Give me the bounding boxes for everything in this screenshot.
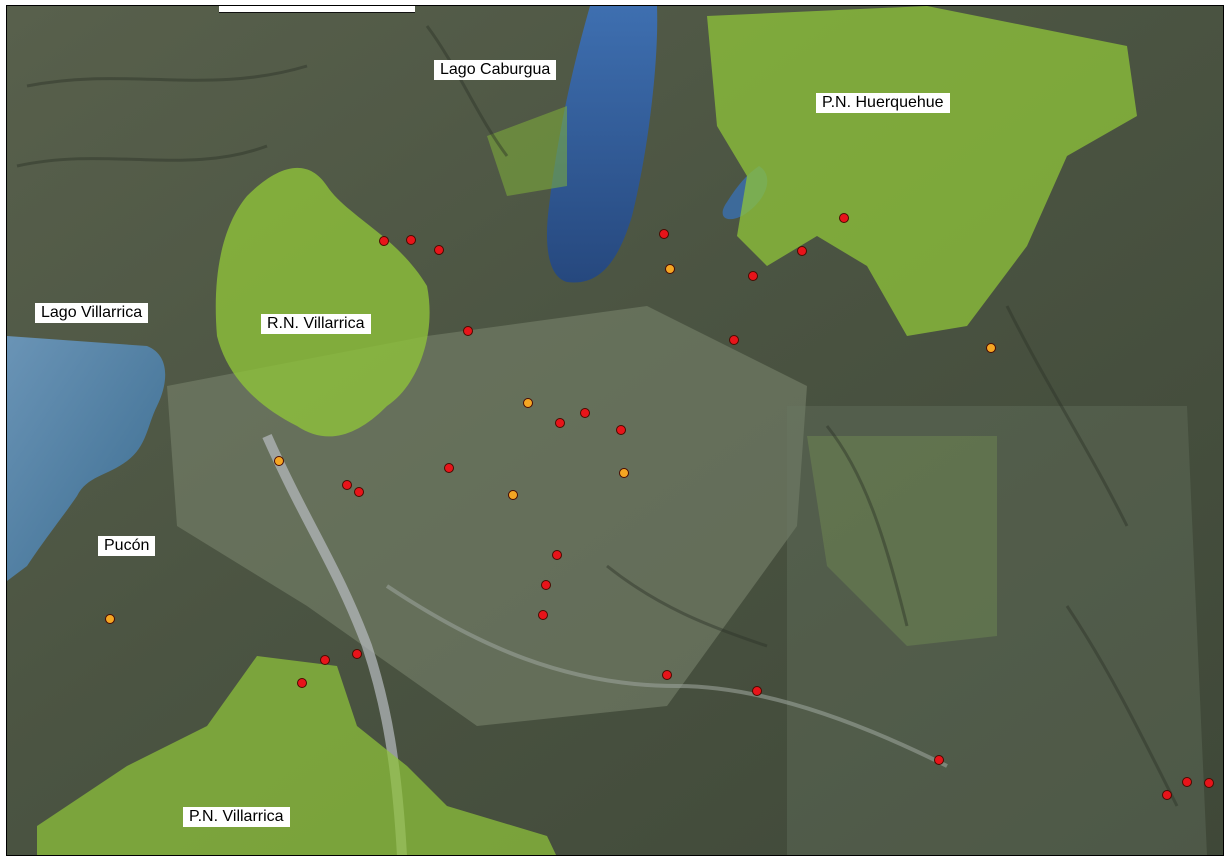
red-site-marker xyxy=(934,755,944,765)
red-site-marker xyxy=(463,326,473,336)
red-site-marker xyxy=(320,655,330,665)
label-pn-villarrica: P.N. Villarrica xyxy=(183,807,290,827)
east-haze-area xyxy=(787,406,1207,855)
orange-site-marker xyxy=(665,264,675,274)
red-site-marker xyxy=(662,670,672,680)
red-site-marker xyxy=(342,480,352,490)
pn-huerquehue-area xyxy=(707,6,1137,336)
orange-site-marker xyxy=(105,614,115,624)
orange-site-marker xyxy=(523,398,533,408)
red-site-marker xyxy=(797,246,807,256)
red-site-marker xyxy=(659,229,669,239)
red-site-marker xyxy=(541,580,551,590)
orange-site-marker xyxy=(274,456,284,466)
label-pn-huerquehue: P.N. Huerquehue xyxy=(816,93,950,113)
red-site-marker xyxy=(406,235,416,245)
label-lago-caburgua: Lago Caburgua xyxy=(434,60,557,80)
red-site-marker xyxy=(444,463,454,473)
label-lago-villarrica: Lago Villarrica xyxy=(35,303,149,323)
red-site-marker xyxy=(1182,777,1192,787)
north-green-strip xyxy=(487,106,567,196)
orange-site-marker xyxy=(986,343,996,353)
red-site-marker xyxy=(616,425,626,435)
red-site-marker xyxy=(434,245,444,255)
label-pucon: Pucón xyxy=(98,536,156,556)
lago-caburgua-water xyxy=(546,6,658,283)
red-site-marker xyxy=(538,610,548,620)
red-site-marker xyxy=(1204,778,1214,788)
red-site-marker xyxy=(729,335,739,345)
red-site-marker xyxy=(297,678,307,688)
lago-villarrica-water xyxy=(7,336,166,581)
ridge-lines xyxy=(16,25,1179,807)
scale-bar xyxy=(219,6,415,13)
red-site-marker xyxy=(352,649,362,659)
red-site-marker xyxy=(752,686,762,696)
orange-site-marker xyxy=(619,468,629,478)
east-green-area xyxy=(807,436,997,646)
red-site-marker xyxy=(555,418,565,428)
red-site-marker xyxy=(748,271,758,281)
red-site-marker xyxy=(580,408,590,418)
red-site-marker xyxy=(839,213,849,223)
red-site-marker xyxy=(552,550,562,560)
label-rn-villarrica: R.N. Villarrica xyxy=(261,314,371,334)
orange-site-marker xyxy=(508,490,518,500)
red-site-marker xyxy=(379,236,389,246)
pn-villarrica-area xyxy=(37,656,557,855)
rn-villarrica-area xyxy=(215,167,430,437)
valley-river xyxy=(385,584,948,768)
map-frame: Lago Caburgua P.N. Huerquehue Lago Villa… xyxy=(6,5,1224,856)
red-site-marker xyxy=(354,487,364,497)
red-site-marker xyxy=(1162,790,1172,800)
satellite-map xyxy=(7,6,1223,855)
